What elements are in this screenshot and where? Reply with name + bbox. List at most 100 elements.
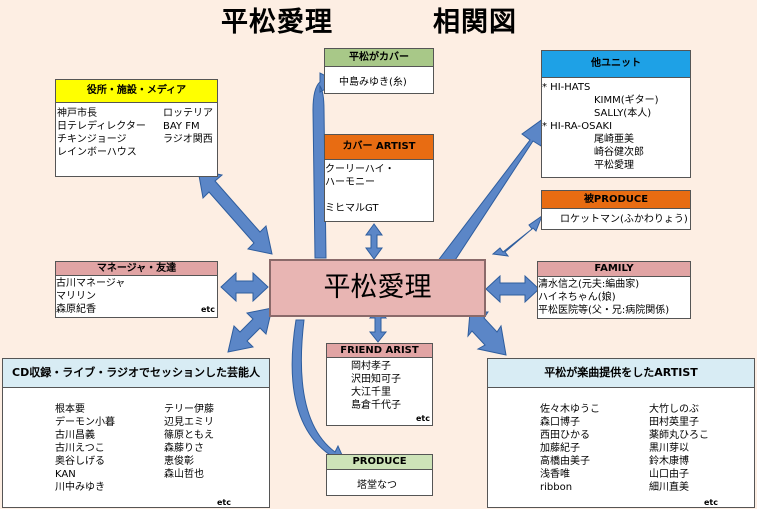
provided-col2: 大竹しのぶ 田村英里子 薬師丸ひろこ 黒川芽以 鈴木康博 山口由子 細川直美: [649, 403, 709, 494]
media-header: 役所・施設・メディア: [56, 80, 217, 103]
media-item: チキンジョージ: [57, 134, 127, 145]
arrow-manager: [220, 271, 269, 303]
page-title: 平松愛理: [221, 0, 333, 39]
session-item: 篠原ともえ: [164, 430, 214, 441]
manager-header: マネージャ・友達: [56, 262, 217, 276]
arrow-provided: [467, 311, 507, 356]
session-item: 森藤りさ: [164, 443, 204, 454]
friend-artist-box: FRIEND ARIST 岡村孝子 沢田知可子 大江千里 島倉千代子 etc: [326, 343, 433, 426]
title-suffix: 相関図: [433, 7, 517, 38]
friend-artist-item: 島倉千代子: [351, 400, 401, 411]
title-name: 平松愛理: [221, 7, 333, 38]
center-node: 平松愛理: [269, 259, 486, 317]
cover-artist-item: [325, 189, 433, 202]
provided-item: 黒川芽以: [649, 443, 689, 454]
provided-item: 佐々木ゆうこ: [540, 404, 600, 415]
manager-item: 古川マネージャ: [56, 278, 126, 289]
produce-item: 塔堂なつ: [357, 480, 397, 491]
arrow-family: [485, 274, 540, 304]
arrow-media: [197, 169, 273, 255]
friend-artist-list: 岡村孝子 沢田知可子 大江千里 島倉千代子: [327, 358, 432, 412]
family-item: 清水信之(元夫:編曲家): [538, 279, 640, 290]
provided-item: 加藤紀子: [540, 443, 580, 454]
friend-artist-item: 沢田知可子: [351, 374, 401, 385]
arrow-other-unit: [436, 114, 548, 272]
cover-artist-box: カバー ARTIST クーリーハイ・ ハーモニー ミヒマルGT: [324, 134, 434, 222]
other-unit-line: * HI-RA-OSAKI: [542, 121, 613, 132]
family-item: 平松医院等(父・兄:病院関係): [538, 305, 670, 316]
produced-by-item: ロケットマン(ふかわりょう): [560, 214, 688, 225]
produce-header: PRODUCE: [327, 455, 432, 470]
media-col2: ロッテリア BAY FM ラジオ関西: [163, 107, 213, 146]
provided-item: 浅香唯: [540, 469, 570, 480]
cover-artist-header: カバー ARTIST: [325, 135, 433, 160]
session-item: 根本要: [55, 404, 85, 415]
provided-item: 薬師丸ひろこ: [649, 430, 709, 441]
other-unit-line: KIMM(ギター): [594, 95, 659, 106]
friend-artist-item: 岡村孝子: [351, 361, 391, 372]
media-item: ロッテリア: [163, 108, 213, 119]
provided-etc: etc: [704, 498, 718, 507]
friend-artist-etc: etc: [416, 414, 430, 423]
cover-artist-list: クーリーハイ・ ハーモニー ミヒマルGT: [325, 160, 433, 215]
session-item: テリー伊藤: [164, 404, 214, 415]
produced-by-box: 被PRODUCE ロケットマン(ふかわりょう): [541, 190, 691, 230]
media-item: 神戸市長: [57, 108, 97, 119]
media-col1: 神戸市長 日テレディレクター チキンジョージ レインボーハウス: [57, 107, 146, 159]
media-item: レインボーハウス: [57, 147, 137, 158]
cover-artist-item: クーリーハイ・: [325, 164, 395, 175]
session-col2: テリー伊藤 辺見エミリ 篠原ともえ 森藤りさ 恵俊彰 森山哲也: [164, 403, 214, 481]
provided-item: 西田ひかる: [540, 430, 590, 441]
other-unit-line: 平松愛理: [594, 160, 634, 171]
session-item: 辺見エミリ: [164, 417, 214, 428]
session-item: 奥谷しげる: [55, 456, 105, 467]
family-list: 清水信之(元夫:編曲家) ハイネちゃん(娘) 平松医院等(父・兄:病院関係): [538, 277, 690, 317]
session-item: 川中みゆき: [55, 482, 105, 493]
page-title-suffix: 相関図: [433, 0, 517, 39]
provided-item: 細川直美: [649, 482, 689, 493]
media-item: ラジオ関西: [163, 134, 213, 145]
manager-item: マリリン: [56, 291, 96, 302]
manager-list: 古川マネージャ マリリン 森原紀香: [56, 276, 217, 316]
provided-item: 高橋由美子: [540, 456, 590, 467]
cover-header: 平松がカバー: [325, 49, 433, 67]
other-unit-header: 他ユニット: [542, 51, 690, 78]
other-unit-line: 崎谷健次郎: [594, 147, 644, 158]
provided-item: 山口由子: [649, 469, 689, 480]
media-item: 日テレディレクター: [57, 121, 146, 132]
other-unit-line: * HI-HATS: [542, 82, 591, 93]
family-header: FAMILY: [538, 262, 690, 277]
session-item: 恵俊彰: [164, 456, 194, 467]
provided-box: 平松が楽曲提供をしたARTIST 佐々木ゆうこ 森口博子 西田ひかる 加藤紀子 …: [487, 358, 755, 508]
produced-by-header: 被PRODUCE: [542, 191, 690, 209]
other-unit-line: SALLY(本人): [594, 108, 652, 119]
provided-col1: 佐々木ゆうこ 森口博子 西田ひかる 加藤紀子 高橋由美子 浅香唯 ribbon: [540, 403, 600, 494]
other-unit-list: * HI-HATS KIMM(ギター) SALLY(本人) * HI-RA-OS…: [542, 78, 690, 172]
provided-item: 鈴木康博: [649, 456, 689, 467]
cover-artist-item: ミヒマルGT: [325, 203, 379, 214]
manager-box: マネージャ・友達 古川マネージャ マリリン 森原紀香 etc: [55, 261, 218, 318]
provided-header: 平松が楽曲提供をしたARTIST: [488, 359, 754, 388]
session-item: デーモン小暮: [55, 417, 115, 428]
session-item: 古川えつこ: [55, 443, 105, 454]
other-unit-line: 尾崎亜美: [594, 134, 634, 145]
family-item: ハイネちゃん(娘): [538, 292, 616, 303]
cover-box: 平松がカバー 中島みゆき(糸): [324, 48, 434, 94]
media-box: 役所・施設・メディア 神戸市長 日テレディレクター チキンジョージ レインボーハ…: [55, 79, 218, 177]
session-box: CD収録・ライブ・ラジオでセッションした芸能人 根本要 デーモン小暮 古川昌義 …: [2, 358, 270, 508]
friend-artist-item: 大江千里: [351, 387, 391, 398]
cover-artist-item: ハーモニー: [325, 177, 375, 188]
provided-item: 森口博子: [540, 417, 580, 428]
session-item: 古川昌義: [55, 430, 95, 441]
manager-item: 森原紀香: [56, 304, 96, 315]
session-col1: 根本要 デーモン小暮 古川昌義 古川えつこ 奥谷しげる KAN 川中みゆき: [55, 403, 115, 494]
cover-item: 中島みゆき(糸): [339, 77, 407, 88]
provided-item: 大竹しのぶ: [649, 404, 699, 415]
session-item: 森山哲也: [164, 469, 204, 480]
other-unit-box: 他ユニット * HI-HATS KIMM(ギター) SALLY(本人) * HI…: [541, 50, 691, 178]
media-item: BAY FM: [163, 121, 200, 132]
session-etc: etc: [217, 498, 231, 507]
provided-item: ribbon: [540, 482, 573, 493]
friend-artist-header: FRIEND ARIST: [327, 344, 432, 358]
provided-item: 田村英里子: [649, 417, 699, 428]
